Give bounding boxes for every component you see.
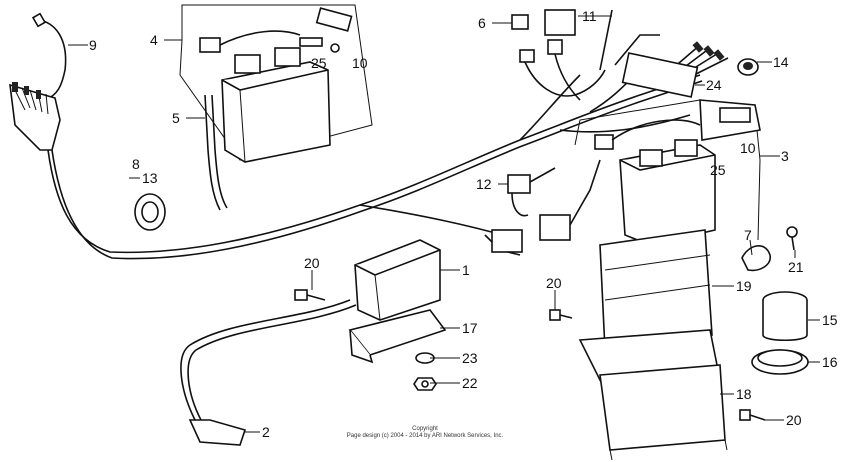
callout-11: 11 (582, 8, 597, 24)
leader-lines (68, 15, 820, 433)
callout-5: 5 (172, 110, 180, 126)
callout-10-left: 10 (352, 55, 368, 71)
callout-20-middle: 20 (546, 275, 562, 291)
callout-13: 13 (142, 170, 158, 186)
callout-16: 16 (822, 354, 838, 370)
callout-25-right: 25 (710, 162, 726, 178)
callout-labels: 9 4 5 25 10 6 11 14 24 10 3 25 8 13 12 7… (89, 8, 838, 440)
copyright-footer: Copyright Page design (c) 2004 - 2014 by… (0, 426, 850, 440)
battery-left (179, 4, 373, 211)
ignition-coil (180, 239, 447, 446)
callout-9: 9 (89, 37, 97, 53)
callout-2: 2 (262, 424, 270, 440)
relay-connectors (511, 9, 613, 101)
callout-21: 21 (788, 259, 804, 275)
copyright-line-1: Copyright (412, 426, 438, 432)
callout-25-left: 25 (311, 55, 327, 71)
small-connectors-12 (484, 159, 601, 256)
callout-24: 24 (706, 77, 722, 93)
callout-22: 22 (462, 375, 478, 391)
callout-20-left: 20 (304, 255, 320, 271)
callout-7: 7 (744, 227, 752, 243)
callout-19: 19 (736, 278, 752, 294)
copyright-line-2: Page design (c) 2004 - 2014 by ARI Netwo… (346, 433, 504, 439)
battery-bracket (578, 229, 728, 461)
callout-17: 17 (462, 320, 478, 336)
callout-20-right: 20 (786, 412, 802, 428)
callout-12: 12 (476, 176, 492, 192)
callout-23: 23 (462, 350, 478, 366)
callout-14: 14 (773, 54, 789, 70)
grommet-13 (134, 193, 166, 231)
callout-4: 4 (150, 32, 158, 48)
battery-right-assembly (574, 99, 761, 246)
callout-3: 3 (781, 148, 789, 164)
parts-7-21 (741, 226, 798, 272)
callout-1: 1 (462, 262, 470, 278)
harness-connector-bundle (9, 12, 67, 151)
callout-10-right: 10 (740, 140, 756, 156)
callout-15: 15 (822, 312, 838, 328)
callout-6: 6 (478, 15, 486, 31)
top-right-connectors (614, 34, 729, 98)
grommet-14 (737, 58, 759, 76)
main-wiring-harness (47, 69, 703, 260)
callout-8: 8 (132, 156, 140, 172)
callout-18: 18 (736, 386, 752, 402)
parts-15-16 (751, 291, 809, 375)
